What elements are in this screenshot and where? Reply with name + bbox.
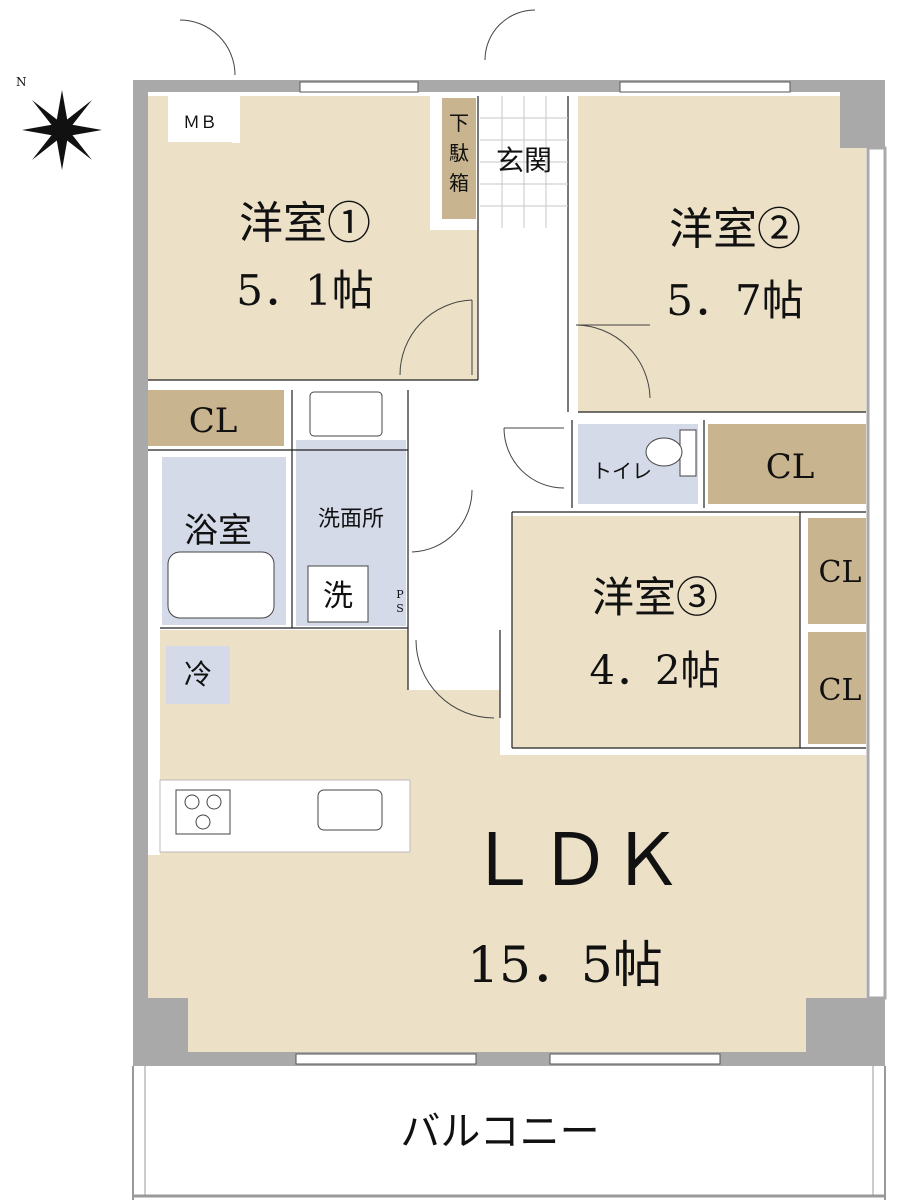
toilet-label: トイレ	[592, 459, 652, 483]
mb-box	[168, 96, 232, 142]
right-wall	[866, 146, 887, 1000]
ldk-size: 15．5帖	[467, 936, 662, 994]
corner-column	[840, 80, 885, 148]
room1-name: 洋室①	[239, 198, 371, 249]
room3-size: 4．2帖	[590, 648, 721, 694]
closet-room2-label: CL	[766, 447, 815, 487]
stove-icon	[175, 789, 231, 835]
toilet	[578, 424, 698, 504]
north-label: N	[16, 75, 27, 89]
room2-size: 5．7帖	[666, 276, 803, 325]
shoe-box-label-3: 箱	[449, 171, 469, 195]
mb-label: ＭＢ	[183, 113, 217, 133]
toilet-icon	[645, 429, 697, 477]
closet-room1	[148, 390, 284, 446]
balcony	[132, 1066, 886, 1200]
room-3	[512, 516, 800, 748]
ps-label-1: P	[396, 588, 404, 601]
closet-room2	[708, 424, 866, 504]
closet-room1-label: CL	[189, 401, 238, 441]
balcony-label: バルコニー	[400, 1109, 599, 1155]
bath-label: 浴室	[184, 511, 252, 551]
closet-room3-lower	[808, 632, 866, 744]
bathtub	[167, 551, 275, 619]
ldk-room	[148, 630, 866, 1052]
internal-walls	[148, 96, 866, 749]
door-swings	[179, 9, 651, 719]
ps-label-2: S	[396, 602, 404, 615]
washer-pan	[307, 565, 369, 623]
corner-column-bl	[148, 998, 188, 1054]
shoe-box-label-1: 下	[449, 111, 469, 135]
fridge-label: 冷	[184, 658, 212, 691]
closet-room3-lower-label: CL	[819, 673, 862, 708]
fridge-space	[166, 646, 230, 704]
washer-label: 洗	[323, 579, 353, 614]
kitchen-sink	[317, 789, 383, 831]
ldk-name: ＬＤＫ	[467, 818, 683, 902]
corner-column-br	[806, 998, 885, 1066]
compass-icon: N	[16, 75, 102, 170]
room-2	[578, 96, 866, 412]
room3-name: 洋室③	[592, 573, 718, 622]
rooms	[148, 94, 866, 1052]
entrance-label: 玄関	[496, 144, 552, 177]
closet-room3-upper-label: CL	[819, 555, 862, 590]
entrance-tiles	[480, 96, 568, 228]
room1-size: 5．1帖	[236, 266, 373, 315]
windows	[295, 81, 791, 1065]
wash-basin	[309, 391, 383, 437]
closet-room3-upper	[808, 518, 866, 624]
shoe-box-label-2: 駄	[449, 141, 469, 165]
washroom-label: 洗面所	[318, 507, 384, 532]
room2-name: 洋室②	[669, 204, 801, 255]
room-1	[148, 96, 478, 380]
